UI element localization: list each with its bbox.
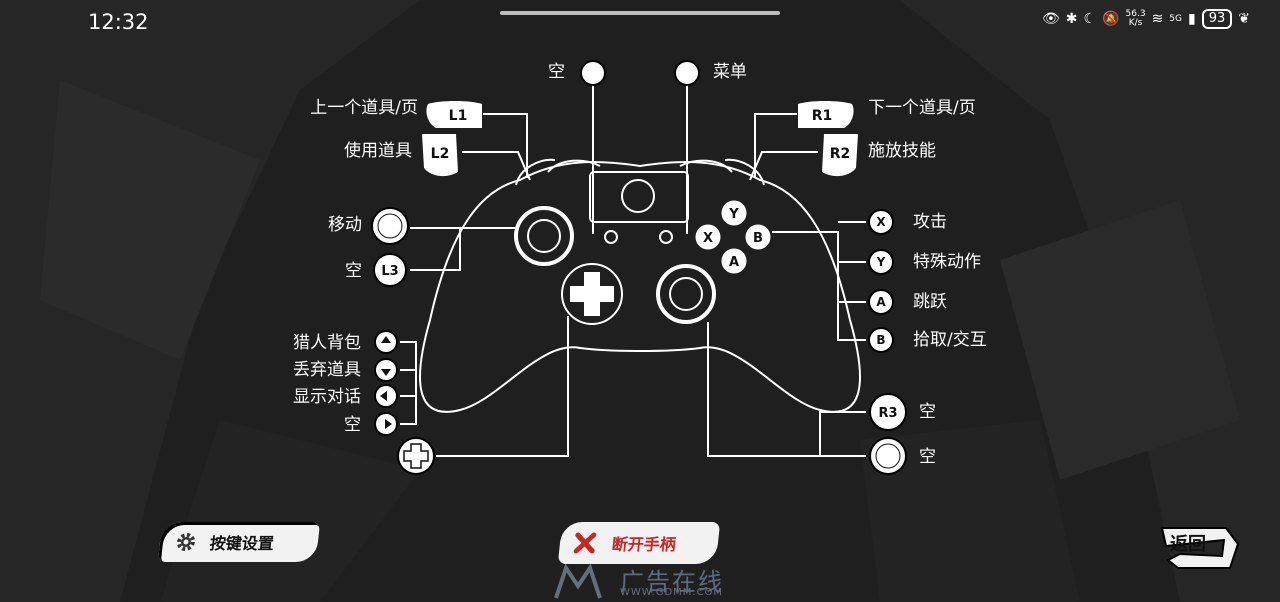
left-stick-label: 移动 [328, 215, 362, 235]
svg-text:L3: L3 [381, 264, 398, 279]
l3-badge-icon: L3 [373, 253, 407, 287]
face-x-glyph: X [703, 231, 713, 246]
right-stick-icon [869, 437, 907, 475]
b-label: 拾取/交互 [913, 330, 987, 350]
leaf-icon: ❦ [1238, 11, 1250, 27]
menu-button-label: 菜单 [713, 62, 747, 82]
disconnect-controller-label: 断开手柄 [610, 535, 677, 554]
net-speed-unit: K/s [1128, 18, 1143, 28]
watermark-logo-icon [554, 564, 602, 599]
back-label: 返回 [1170, 534, 1206, 555]
l1-label: 上一个道具/页 [310, 98, 418, 118]
dpad-graphic [561, 263, 623, 325]
status-icons: 👁 ✱ ☾ 🔕 56.3 K/s ≋ 5G ▮ 93 ❦ [1042, 9, 1250, 29]
watermark-name: 广告在线 [620, 568, 724, 596]
a-label: 跳跃 [913, 292, 947, 312]
watermark: 广告在线 WWW.GDMM.COM [550, 562, 750, 602]
watermark-url: WWW.GDMM.COM [620, 587, 724, 598]
dpad-right-label: 空 [344, 415, 361, 435]
svg-text:R2: R2 [830, 146, 851, 162]
disconnect-controller-button[interactable]: 断开手柄 [557, 522, 721, 564]
svg-text:L1: L1 [449, 108, 468, 124]
view-button-icon [580, 60, 606, 86]
r2-label: 施放技能 [868, 141, 936, 161]
battery-indicator: 93 [1201, 9, 1233, 29]
r3-label: 空 [919, 402, 936, 422]
bluetooth-icon: ✱ [1065, 11, 1078, 27]
moon-icon: ☾ [1083, 11, 1097, 27]
back-arrow-icon [1160, 527, 1240, 569]
right-stick-label: 空 [919, 447, 936, 467]
key-settings-label: 按键设置 [208, 534, 275, 553]
wifi-icon: ≋ [1151, 11, 1164, 27]
net-speed-value: 56.3 [1125, 9, 1146, 19]
y-label: 特殊动作 [913, 252, 981, 272]
signal-label: 5G [1169, 14, 1182, 24]
l1-badge-icon: L1 [426, 101, 482, 128]
svg-text:R3: R3 [878, 406, 897, 421]
gear-icon [176, 533, 196, 551]
dpad-up-label: 猎人背包 [293, 333, 361, 353]
l3-label: 空 [345, 261, 362, 281]
controller-outline [419, 161, 861, 413]
close-icon [573, 532, 597, 554]
dpad-badge-icon [397, 437, 435, 475]
r1-label: 下一个道具/页 [868, 98, 976, 118]
x-label: 攻击 [913, 212, 947, 232]
menu-button-icon [674, 60, 700, 86]
legend-x-icon: X [876, 215, 886, 229]
legend-a-icon: A [876, 295, 886, 309]
face-b-glyph: B [753, 231, 763, 246]
window-handle[interactable] [500, 11, 780, 15]
signal-icon: ▮ [1188, 11, 1196, 27]
left-stick-icon [371, 207, 409, 245]
svg-text:R1: R1 [812, 108, 833, 124]
l2-badge-icon: L2 [422, 134, 458, 177]
r3-badge-icon: R3 [869, 393, 907, 431]
face-a-glyph: A [729, 255, 739, 270]
eye-icon: 👁 [1042, 11, 1060, 27]
l2-label: 使用道具 [344, 141, 412, 161]
status-time: 12:32 [88, 10, 149, 34]
net-speed: 56.3 K/s [1126, 10, 1146, 28]
view-button-label: 空 [548, 62, 565, 82]
r1-badge-icon: R1 [798, 101, 854, 128]
back-button[interactable]: 返回 [1158, 524, 1242, 572]
key-settings-button[interactable]: 按键设置 [157, 522, 321, 562]
legend-y-icon: Y [876, 255, 886, 269]
dpad-left-label: 显示对话 [293, 387, 361, 407]
legend-b-icon: B [876, 333, 885, 347]
dpad-down-label: 丢弃道具 [293, 360, 361, 380]
r2-badge-icon: R2 [822, 134, 858, 177]
svg-text:L2: L2 [431, 146, 450, 162]
mute-bell-icon: 🔕 [1102, 11, 1120, 27]
face-y-glyph: Y [728, 207, 739, 222]
